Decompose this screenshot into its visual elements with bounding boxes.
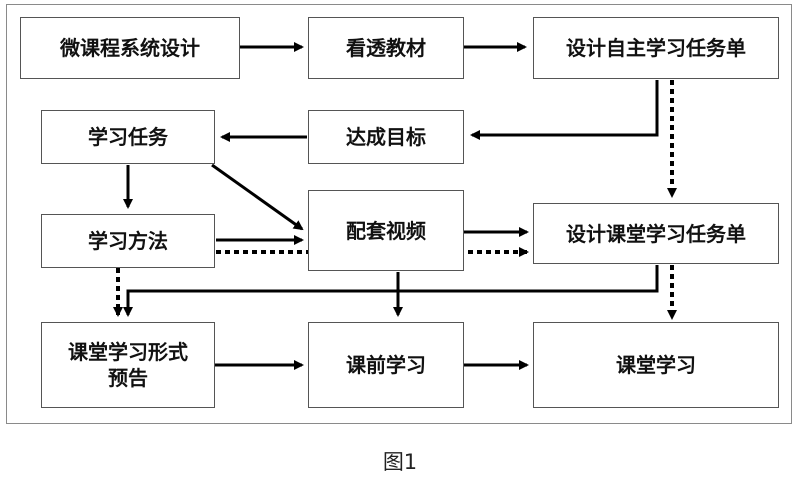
node-learning-methods: 学习方法 xyxy=(41,214,215,268)
figure-caption: 图1 xyxy=(382,450,418,474)
node-micro-course-design: 微课程系统设计 xyxy=(20,17,240,79)
arrow-class-task-to-preview xyxy=(123,265,659,317)
node-supporting-video: 配套视频 xyxy=(308,190,464,271)
node-learning-tasks: 学习任务 xyxy=(41,110,215,164)
node-design-self-task-sheet: 设计自主学习任务单 xyxy=(533,17,779,79)
arrow-self-task-to-goals xyxy=(470,80,659,140)
node-achieve-goals: 达成目标 xyxy=(308,110,464,164)
node-design-class-task-sheet: 设计课堂学习任务单 xyxy=(533,203,779,264)
node-pre-class-learning: 课前学习 xyxy=(308,322,464,408)
node-class-form-preview: 课堂学习形式 预告 xyxy=(41,322,215,408)
arrow-tasks-to-video xyxy=(211,163,304,231)
node-class-learning: 课堂学习 xyxy=(533,322,779,408)
node-study-textbook: 看透教材 xyxy=(308,17,464,79)
